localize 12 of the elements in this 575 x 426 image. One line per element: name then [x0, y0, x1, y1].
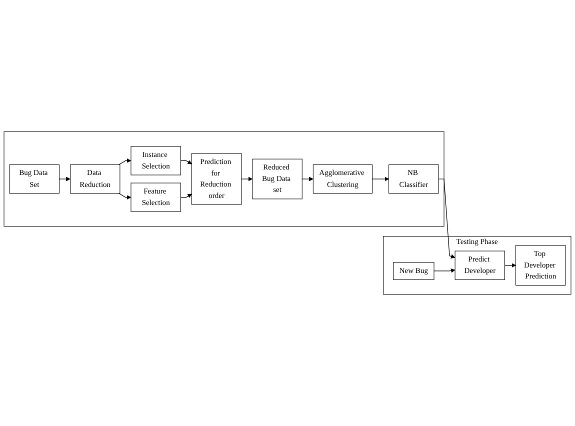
arrow: [58, 176, 70, 182]
arrow: [180, 194, 192, 198]
cluster: [4, 131, 444, 227]
arrow: [180, 160, 192, 164]
arrow: [504, 263, 516, 268]
arrow: [118, 158, 132, 165]
arrow: [302, 176, 314, 182]
arrow: [372, 176, 389, 182]
arrow: [438, 178, 456, 258]
arrow: [241, 176, 253, 182]
arrow: [118, 193, 132, 200]
arrow: [434, 268, 456, 273]
